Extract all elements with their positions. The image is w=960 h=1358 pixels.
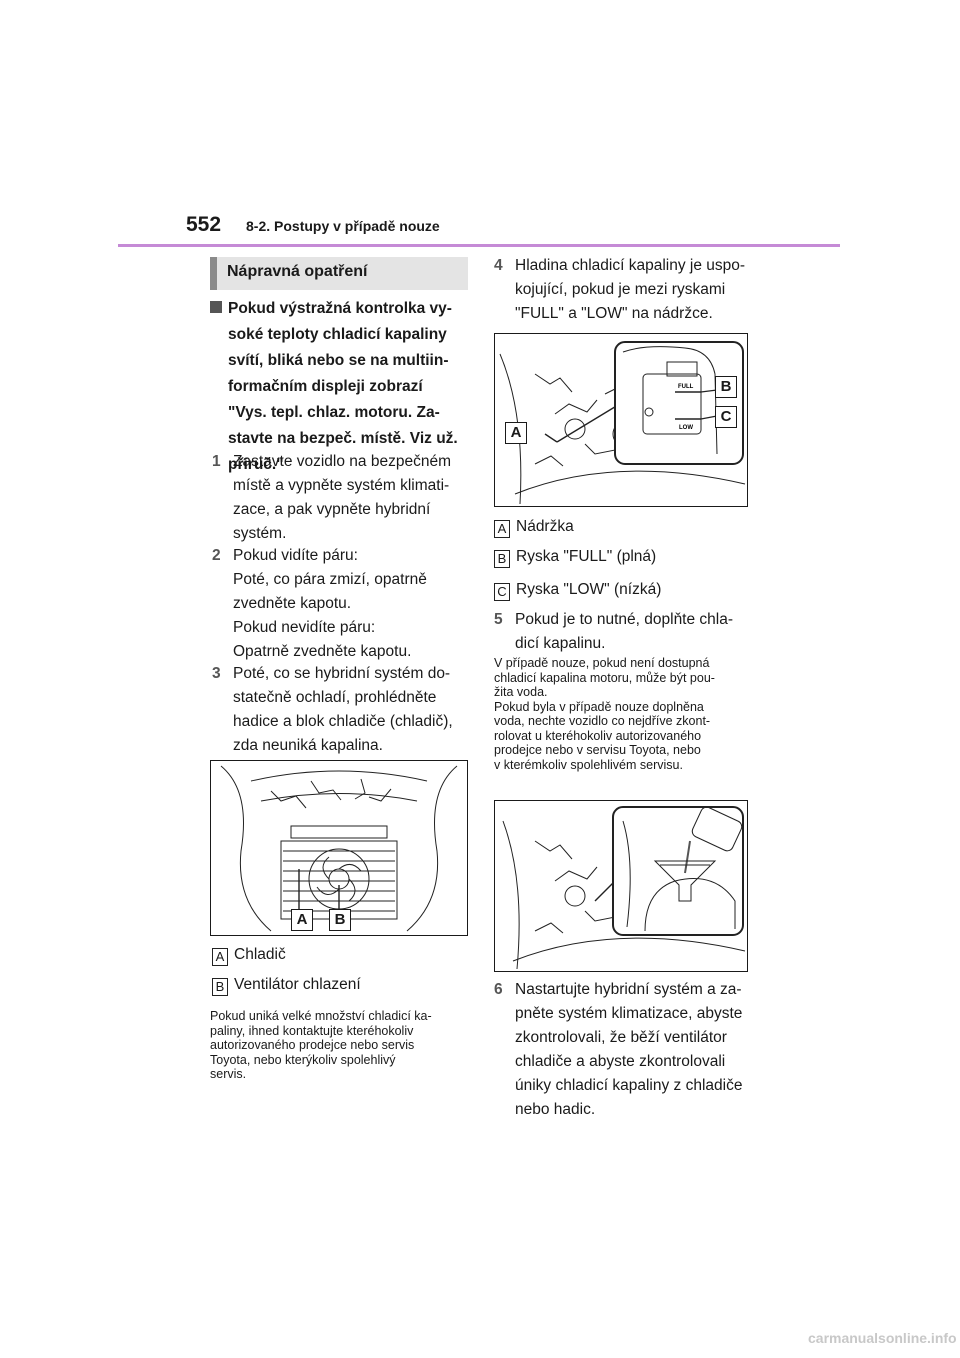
step-number: 1	[212, 453, 221, 470]
legend-key: C	[494, 583, 510, 601]
step-number: 3	[212, 665, 221, 682]
radiator-illustration	[220, 765, 458, 932]
reservoir-figure: FULL LOW A B C	[494, 333, 748, 507]
callout-a: A	[291, 909, 313, 931]
header-divider	[118, 244, 840, 247]
low-mark-label: LOW	[679, 425, 693, 431]
reservoir-illustration: FULL LOW	[499, 341, 746, 505]
step-number: 6	[494, 981, 503, 998]
refill-illustration	[502, 806, 746, 970]
legend-key: B	[212, 978, 228, 996]
banner-title: Nápravná opatření	[227, 263, 368, 280]
note-text: V případě nouze, pokud není dostupná chl…	[494, 656, 715, 772]
warning-heading: Pokud výstražná kontrolka vy- soké teplo…	[210, 296, 472, 478]
legend-key: A	[212, 948, 228, 966]
full-mark-label: FULL	[678, 384, 694, 390]
refill-figure	[494, 800, 748, 972]
radiator-figure: A B	[210, 760, 468, 936]
step-number: 5	[494, 611, 503, 628]
callout-a: A	[505, 422, 527, 444]
watermark: carmanualsonline.info	[808, 1330, 957, 1346]
callout-b: B	[329, 909, 351, 931]
section-title: 8-2. Postupy v případě nouze	[246, 218, 440, 234]
note-text: Pokud uniká velké množství chladicí ka- …	[210, 1009, 432, 1081]
legend-key: A	[494, 520, 510, 538]
page-number: 552	[186, 213, 222, 236]
legend-key: B	[494, 550, 510, 568]
step-number: 2	[212, 547, 221, 564]
bullet-square-icon	[210, 301, 222, 313]
callout-c: C	[715, 406, 737, 428]
callout-b: B	[715, 376, 737, 398]
step-number: 4	[494, 257, 503, 274]
section-banner: Nápravná opatření	[210, 257, 468, 290]
